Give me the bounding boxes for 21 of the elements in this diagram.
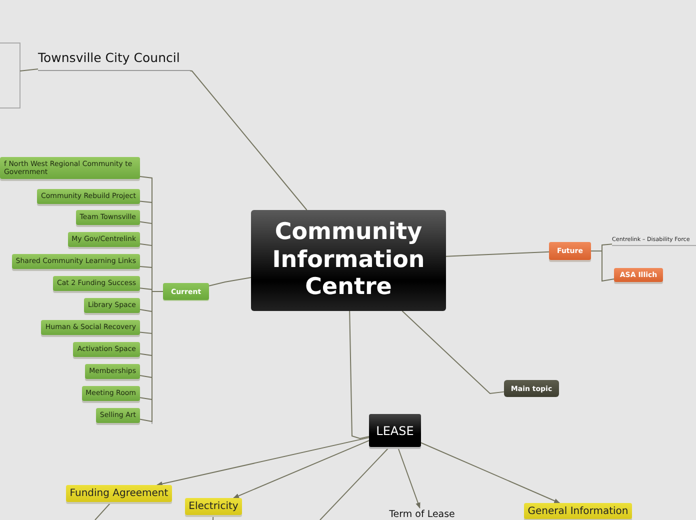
connector-line [94, 502, 112, 520]
subtopic-label: Term of Lease [384, 508, 460, 520]
arrow [420, 442, 560, 504]
subtopic-box: Electricity [185, 498, 242, 515]
connector-line [590, 250, 614, 282]
connector-line [320, 446, 390, 520]
arrow [156, 437, 370, 486]
connector-line [402, 310, 504, 394]
connector-line [20, 68, 38, 72]
connector-line [140, 291, 164, 422]
subtopic-box: Funding Agreement [66, 485, 172, 502]
arrow [397, 446, 420, 509]
connector-line [446, 251, 550, 257]
subtopic-box: General Information [524, 503, 632, 519]
arrow [232, 440, 370, 498]
connector-line [349, 310, 370, 440]
connector-line [190, 70, 308, 210]
topic-label: Townsville City Council [38, 50, 190, 71]
topic-box: LEASE [369, 414, 421, 447]
central-topic-box: Community Information Centre [251, 210, 446, 311]
connector-line [208, 276, 252, 286]
